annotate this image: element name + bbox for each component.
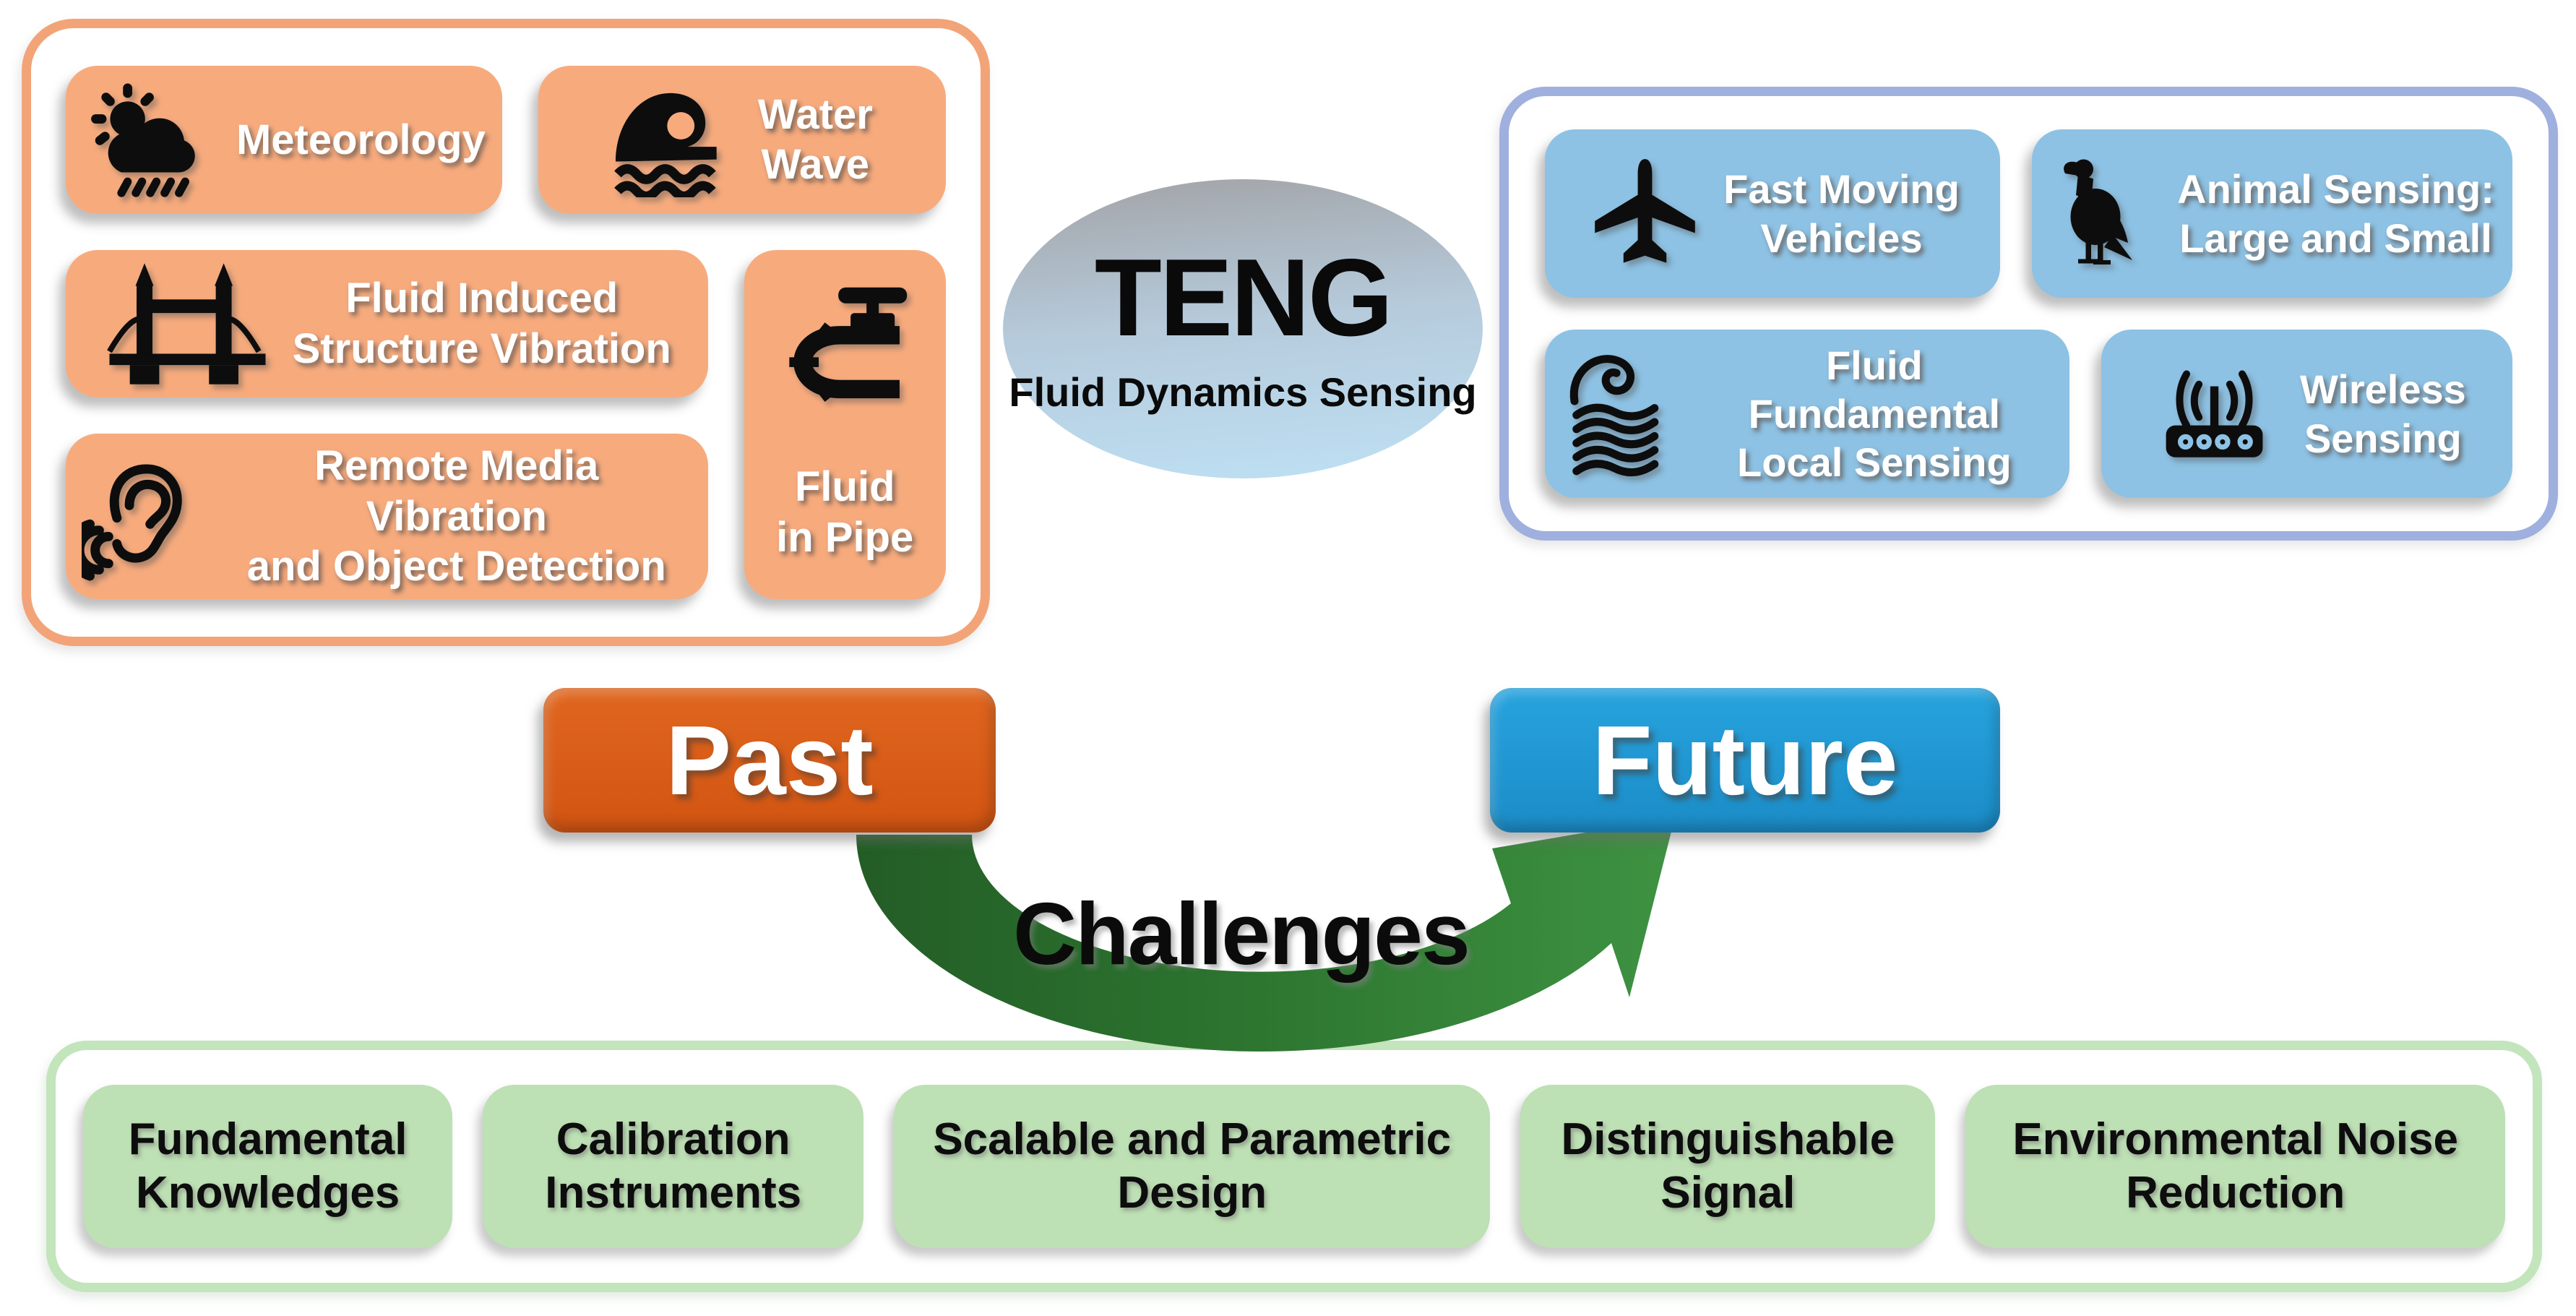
future-applications-panel: Fast Moving Vehicles <box>1499 87 2558 541</box>
fluid-fundamental-local-sensing-label: Fluid Fundamental Local Sensing <box>1737 342 2012 486</box>
bird-icon <box>2050 147 2158 280</box>
remote-media-vibration-label: Remote Media Vibration and Object Detect… <box>246 442 666 590</box>
wind-swirl-icon <box>1562 349 1678 479</box>
airplane-icon <box>1585 152 1705 275</box>
sun-rain-cloud-icon <box>82 82 216 197</box>
animal-sensing-box: Animal Sensing: Large and Small <box>2032 129 2512 298</box>
fast-moving-vehicles-label: Fast Moving Vehicles <box>1723 166 1960 261</box>
bridge-icon <box>103 259 272 389</box>
animal-sensing-label: Animal Sensing: Large and Small <box>2177 166 2494 261</box>
challenge-environmental-noise-reduction: Environmental Noise Reduction <box>1965 1085 2506 1248</box>
ear-icon <box>82 450 201 583</box>
fast-moving-vehicles-box: Fast Moving Vehicles <box>1545 129 2001 298</box>
challenge-calibration-instruments: Calibration Instruments <box>483 1085 864 1248</box>
challenge-fundamental-knowledges: Fundamental Knowledges <box>83 1085 453 1248</box>
teng-center-bubble: TENG Fluid Dynamics Sensing <box>1003 179 1483 478</box>
scalable-parametric-design-label: Scalable and Parametric Design <box>933 1114 1452 1218</box>
environmental-noise-reduction-label: Environmental Noise Reduction <box>2012 1114 2459 1218</box>
challenges-panel: Fundamental Knowledges Calibration Instr… <box>46 1041 2542 1292</box>
fluid-in-pipe-label: Fluid in Pipe <box>776 463 914 561</box>
distinguishable-signal-label: Distinguishable Signal <box>1561 1114 1895 1218</box>
wifi-router-icon <box>2148 356 2281 472</box>
wireless-sensing-box: Wireless Sensing <box>2101 330 2512 498</box>
wireless-sensing-label: Wireless Sensing <box>2299 366 2466 461</box>
past-button-label: Past <box>665 705 874 815</box>
past-button: Past <box>543 688 996 833</box>
remote-media-vibration-box: Remote Media Vibration and Object Detect… <box>66 434 708 599</box>
pipe-valve-icon <box>775 286 916 427</box>
fluid-induced-structure-vibration-label: Fluid Induced Structure Vibration <box>292 275 671 372</box>
challenge-distinguishable-signal: Distinguishable Signal <box>1520 1085 1936 1248</box>
meteorology-label: Meteorology <box>236 116 486 163</box>
past-applications-panel: Meteorology Water Wave <box>22 19 990 646</box>
fluid-in-pipe-box: Fluid in Pipe <box>744 249 946 599</box>
ocean-wave-icon <box>611 82 738 198</box>
teng-subtitle: Fluid Dynamics Sensing <box>1009 369 1477 415</box>
challenge-scalable-parametric-design: Scalable and Parametric Design <box>894 1085 1491 1248</box>
fluid-fundamental-local-sensing-box: Fluid Fundamental Local Sensing <box>1545 330 2069 498</box>
fundamental-knowledges-label: Fundamental Knowledges <box>128 1114 408 1218</box>
fluid-induced-structure-vibration-box: Fluid Induced Structure Vibration <box>66 249 708 398</box>
teng-title: TENG <box>1094 236 1393 359</box>
future-row-1: Fast Moving Vehicles <box>1545 129 2512 298</box>
water-wave-box: Water Wave <box>538 66 946 214</box>
future-row-2: Fluid Fundamental Local Sensing <box>1545 330 2512 498</box>
future-button: Future <box>1490 688 2000 833</box>
challenges-title: Challenges <box>1013 885 1470 983</box>
calibration-instruments-label: Calibration Instruments <box>545 1114 802 1218</box>
water-wave-label: Water Wave <box>757 90 873 189</box>
meteorology-box: Meteorology <box>66 66 502 214</box>
future-button-label: Future <box>1592 705 1898 815</box>
